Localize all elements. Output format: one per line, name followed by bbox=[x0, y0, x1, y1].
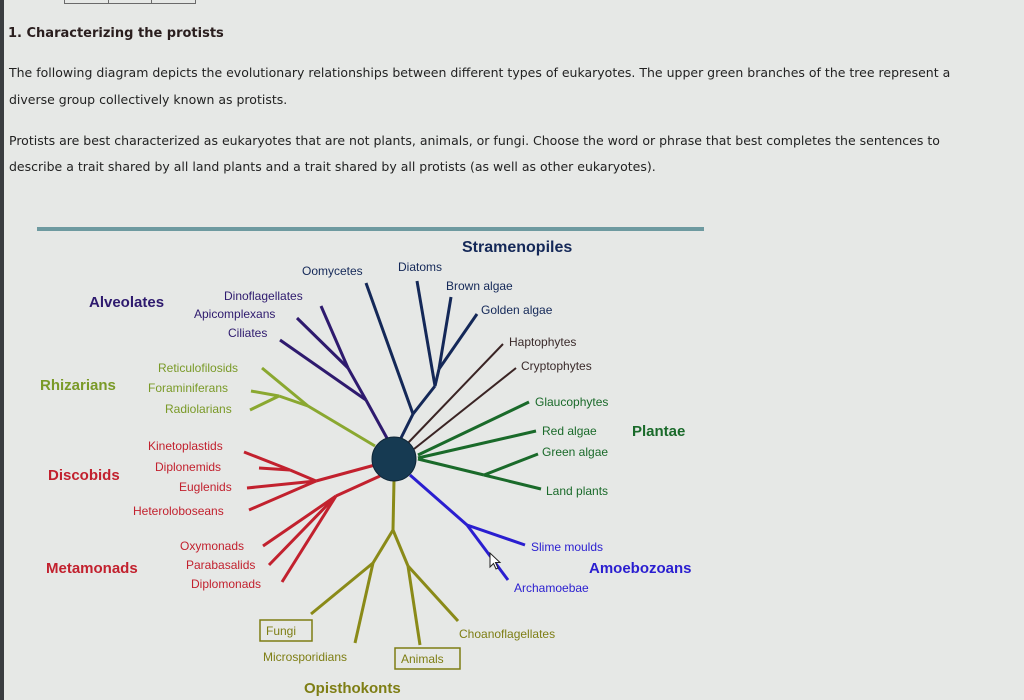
rhizarians-branches bbox=[249, 366, 376, 448]
amoebozoans-taxa: Slime moulds Archamoebae bbox=[514, 540, 603, 595]
plantae-taxa: Glaucophytes Red algae Green algae Land … bbox=[535, 395, 608, 498]
screen-edge bbox=[0, 0, 4, 700]
taxon-oomycetes: Oomycetes bbox=[302, 264, 363, 278]
taxon-kinetoplastids: Kinetoplastids bbox=[148, 439, 223, 453]
taxon-diplomonads: Diplomonads bbox=[191, 577, 261, 591]
intro-line-1: The following diagram depicts the evolut… bbox=[9, 65, 951, 80]
taxon-cryptophytes: Cryptophytes bbox=[521, 359, 592, 373]
root-node bbox=[371, 436, 417, 482]
group-label-discobids: Discobids bbox=[48, 467, 120, 484]
group-label-plantae: Plantae bbox=[632, 423, 685, 440]
instructions-line-2: describe a trait shared by all land plan… bbox=[9, 159, 656, 174]
taxon-slime-moulds: Slime moulds bbox=[531, 540, 603, 554]
instructions-paragraph: Protists are best characterized as eukar… bbox=[9, 130, 940, 178]
discobids-taxa: Kinetoplastids Diplonemids Euglenids Het… bbox=[133, 439, 232, 518]
taxon-euglenids: Euglenids bbox=[179, 480, 232, 494]
taxon-dinoflagellates: Dinoflagellates bbox=[224, 289, 303, 303]
taxon-reticulofilosids: Reticulofilosids bbox=[158, 361, 238, 375]
stramenopiles-branches bbox=[364, 280, 479, 441]
group-label-stramenopiles: Stramenopiles bbox=[462, 239, 572, 256]
group-label-opisthokonts: Opisthokonts bbox=[304, 680, 401, 697]
hapto-crypto-taxa: Haptophytes Cryptophytes bbox=[509, 335, 592, 373]
opisthokonts-branches bbox=[310, 479, 460, 646]
intro-paragraph: The following diagram depicts the evolut… bbox=[9, 62, 1024, 111]
top-tab-strip bbox=[64, 0, 196, 4]
taxon-golden-algae: Golden algae bbox=[481, 303, 553, 317]
taxon-choanoflagellates: Choanoflagellates bbox=[459, 627, 555, 641]
taxon-oxymonads: Oxymonads bbox=[180, 539, 244, 553]
taxon-fungi: Fungi bbox=[266, 624, 296, 638]
alveolates-taxa: Dinoflagellates Apicomplexans Ciliates bbox=[194, 289, 303, 340]
rhizarians-taxa: Reticulofilosids Foraminiferans Radiolar… bbox=[148, 361, 238, 416]
taxon-glaucophytes: Glaucophytes bbox=[535, 395, 608, 409]
taxon-animals: Animals bbox=[401, 652, 444, 666]
taxon-red-algae: Red algae bbox=[542, 424, 597, 438]
diagram-header-bar bbox=[37, 227, 704, 231]
taxon-microsporidians: Microsporidians bbox=[263, 650, 347, 664]
metamonads-taxa: Oxymonads Parabasalids Diplomonads bbox=[180, 539, 261, 591]
taxon-archamoebae: Archamoebae bbox=[514, 581, 589, 595]
taxon-parabasalids: Parabasalids bbox=[186, 558, 255, 572]
stramenopiles-taxa: Oomycetes Diatoms Brown algae Golden alg… bbox=[302, 260, 553, 317]
group-label-alveolates: Alveolates bbox=[89, 294, 164, 311]
taxon-heteroloboseans: Heteroloboseans bbox=[133, 504, 224, 518]
taxon-ciliates: Ciliates bbox=[228, 326, 267, 340]
taxon-brown-algae: Brown algae bbox=[446, 279, 513, 293]
taxon-foraminiferans: Foraminiferans bbox=[148, 381, 228, 395]
mouse-cursor-icon bbox=[489, 551, 502, 570]
intro-line-2: diverse group collectively known as prot… bbox=[9, 92, 288, 107]
taxon-diplonemids: Diplonemids bbox=[155, 460, 221, 474]
taxon-diatoms: Diatoms bbox=[398, 260, 442, 274]
hapto-crypto-branches bbox=[407, 343, 517, 450]
instructions-line-1: Protists are best characterized as eukar… bbox=[9, 133, 940, 148]
group-label-amoebozoans: Amoebozoans bbox=[589, 560, 692, 577]
fungi-box bbox=[259, 619, 313, 642]
taxon-land-plants: Land plants bbox=[546, 484, 608, 498]
taxon-apicomplexans: Apicomplexans bbox=[194, 307, 275, 321]
taxon-radiolarians: Radiolarians bbox=[165, 402, 232, 416]
group-label-metamonads: Metamonads bbox=[46, 560, 138, 577]
discobids-metamonads-branches bbox=[243, 450, 381, 583]
amoebozoans-branches bbox=[409, 473, 526, 581]
taxon-green-algae: Green algae bbox=[542, 445, 608, 459]
animals-box bbox=[394, 647, 461, 670]
group-label-rhizarians: Rhizarians bbox=[40, 377, 116, 394]
opisthokonts-taxa: Fungi Microsporidians Animals Choanoflag… bbox=[259, 619, 555, 670]
plantae-branches bbox=[417, 400, 542, 491]
taxon-haptophytes: Haptophytes bbox=[509, 335, 576, 349]
question-title: 1. Characterizing the protists bbox=[8, 26, 224, 41]
alveolates-branches bbox=[279, 305, 390, 441]
